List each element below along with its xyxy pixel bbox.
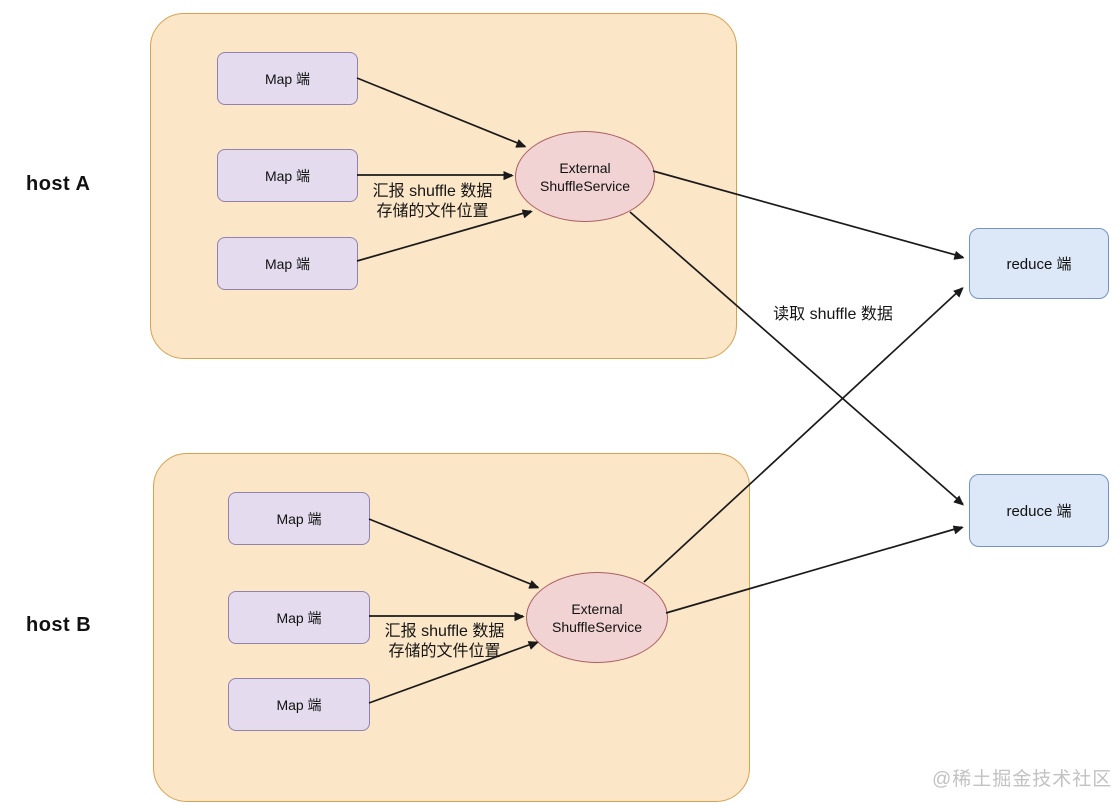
watermark: @稀土掘金技术社区	[932, 769, 1113, 790]
reduce-node-1: reduce 端	[969, 228, 1109, 299]
hostB-service-line2: ShuffleService	[551, 618, 642, 635]
hostB-report-label-line1: 汇报 shuffle 数据	[384, 623, 505, 640]
hostB-map-node-3-label: Map 端	[276, 696, 322, 713]
hostA-map-node-3: Map 端	[217, 237, 358, 290]
hostA-map-node-2: Map 端	[217, 149, 358, 202]
hostA-service-line1: External	[559, 159, 611, 176]
reduce-node-1-label: reduce 端	[1006, 256, 1072, 273]
hostA-service-line2: ShuffleService	[539, 177, 630, 194]
reduce-node-2: reduce 端	[969, 474, 1109, 547]
read-shuffle-label: 读取 shuffle 数据	[773, 306, 893, 323]
hostB-external-shuffle-service: External ShuffleService	[526, 572, 668, 663]
hostB-map-node-1: Map 端	[228, 492, 370, 545]
hostA-map-node-3-label: Map 端	[264, 255, 311, 272]
hostB-service-line1: External	[571, 600, 623, 617]
hostA-report-label-line2: 存储的文件位置	[376, 203, 489, 220]
hostA-map-node-1-label: Map 端	[264, 70, 311, 87]
reduce-node-2-label: reduce 端	[1006, 503, 1072, 520]
hostA-report-shuffle-label: 汇报 shuffle 数据 存储的文件位置	[360, 182, 505, 222]
hostA-map-node-2-label: Map 端	[264, 167, 311, 184]
hostA-report-label-line1: 汇报 shuffle 数据	[372, 183, 493, 200]
hostB-report-label-line2: 存储的文件位置	[388, 643, 501, 660]
hostA-external-shuffle-service: External ShuffleService	[515, 131, 655, 222]
host-b-label: host B	[26, 614, 92, 636]
hostB-report-shuffle-label: 汇报 shuffle 数据 存储的文件位置	[372, 622, 517, 662]
hostB-map-node-2: Map 端	[228, 591, 370, 644]
hostB-map-node-2-label: Map 端	[276, 609, 322, 626]
hostB-map-node-1-label: Map 端	[276, 510, 322, 527]
hostB-map-node-3: Map 端	[228, 678, 370, 731]
host-a-label: host A	[26, 173, 91, 195]
hostA-map-node-1: Map 端	[217, 52, 358, 105]
